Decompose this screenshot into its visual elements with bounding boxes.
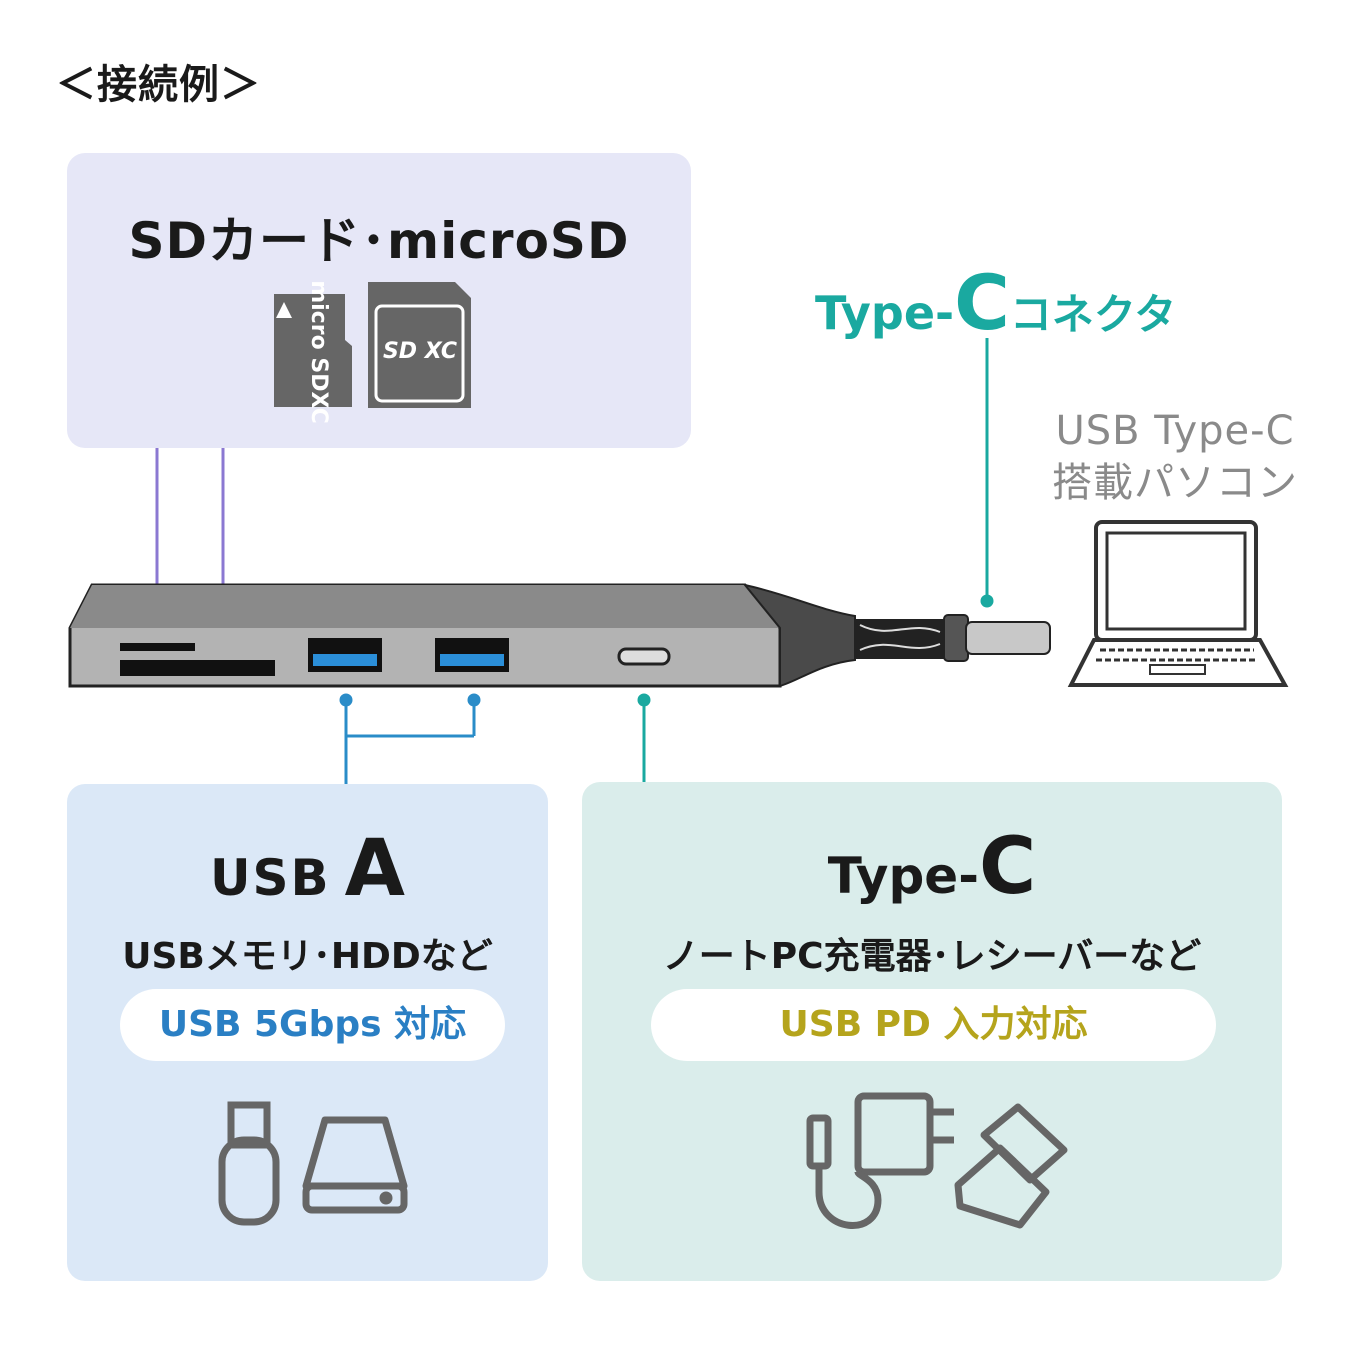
laptop-icon xyxy=(1067,520,1289,687)
usb-a-port-2 xyxy=(435,638,509,672)
type-c-connector-label: Type-Cコネクタ xyxy=(815,258,1176,347)
type-c-title-letter: C xyxy=(978,822,1037,912)
receiver-icon xyxy=(954,1103,1068,1229)
usb-a-title-prefix: USB xyxy=(209,849,331,907)
connector-plug-line xyxy=(980,338,994,608)
type-c-pd-badge: USB PD 入力対応 xyxy=(651,989,1216,1061)
hdd-icon xyxy=(302,1116,408,1214)
usb-hub xyxy=(68,583,1051,688)
pc-label-line1: USB Type-C xyxy=(1055,408,1295,454)
microsd-card-icon: micro SDXC xyxy=(274,280,352,424)
microsd-card-text: micro SDXC xyxy=(306,280,331,424)
usb-a-title-letter: A xyxy=(344,824,406,914)
type-c-title: Type-C xyxy=(582,822,1282,912)
usb-a-connector-lines xyxy=(339,693,481,784)
type-c-title-prefix: Type- xyxy=(827,847,979,905)
pc-label-line2: 搭載パソコン xyxy=(1052,460,1298,506)
pc-label: USB Type-C 搭載パソコン xyxy=(1040,405,1310,509)
type-c-panel: Type-C ノートPC充電器･レシーバーなど USB PD 入力対応 xyxy=(582,782,1282,1281)
type-c-subtitle: ノートPC充電器･レシーバーなど xyxy=(662,936,1202,977)
microsd-slot xyxy=(120,643,195,651)
sd-slot xyxy=(120,660,275,676)
sd-panel-title: SDカード･microSD xyxy=(128,212,630,270)
sd-card-text: SD XC xyxy=(383,339,457,364)
type-c-port-line xyxy=(637,693,651,782)
connector-label-prefix: Type- xyxy=(815,286,955,340)
connector-label-suffix: コネクタ xyxy=(1009,290,1177,339)
usb-a-subtitle: USBメモリ･HDDなど xyxy=(122,936,493,977)
sd-card-icon: SD XC xyxy=(368,282,471,408)
charger-icon xyxy=(806,1092,954,1229)
usb-stick-icon xyxy=(218,1101,280,1226)
page-title: ＜接続例＞ xyxy=(56,62,261,108)
connector-label-letter: C xyxy=(954,258,1010,347)
usb-a-speed-badge: USB 5Gbps 対応 xyxy=(120,989,505,1061)
type-c-port xyxy=(617,647,671,666)
usb-a-port-1 xyxy=(308,638,382,672)
